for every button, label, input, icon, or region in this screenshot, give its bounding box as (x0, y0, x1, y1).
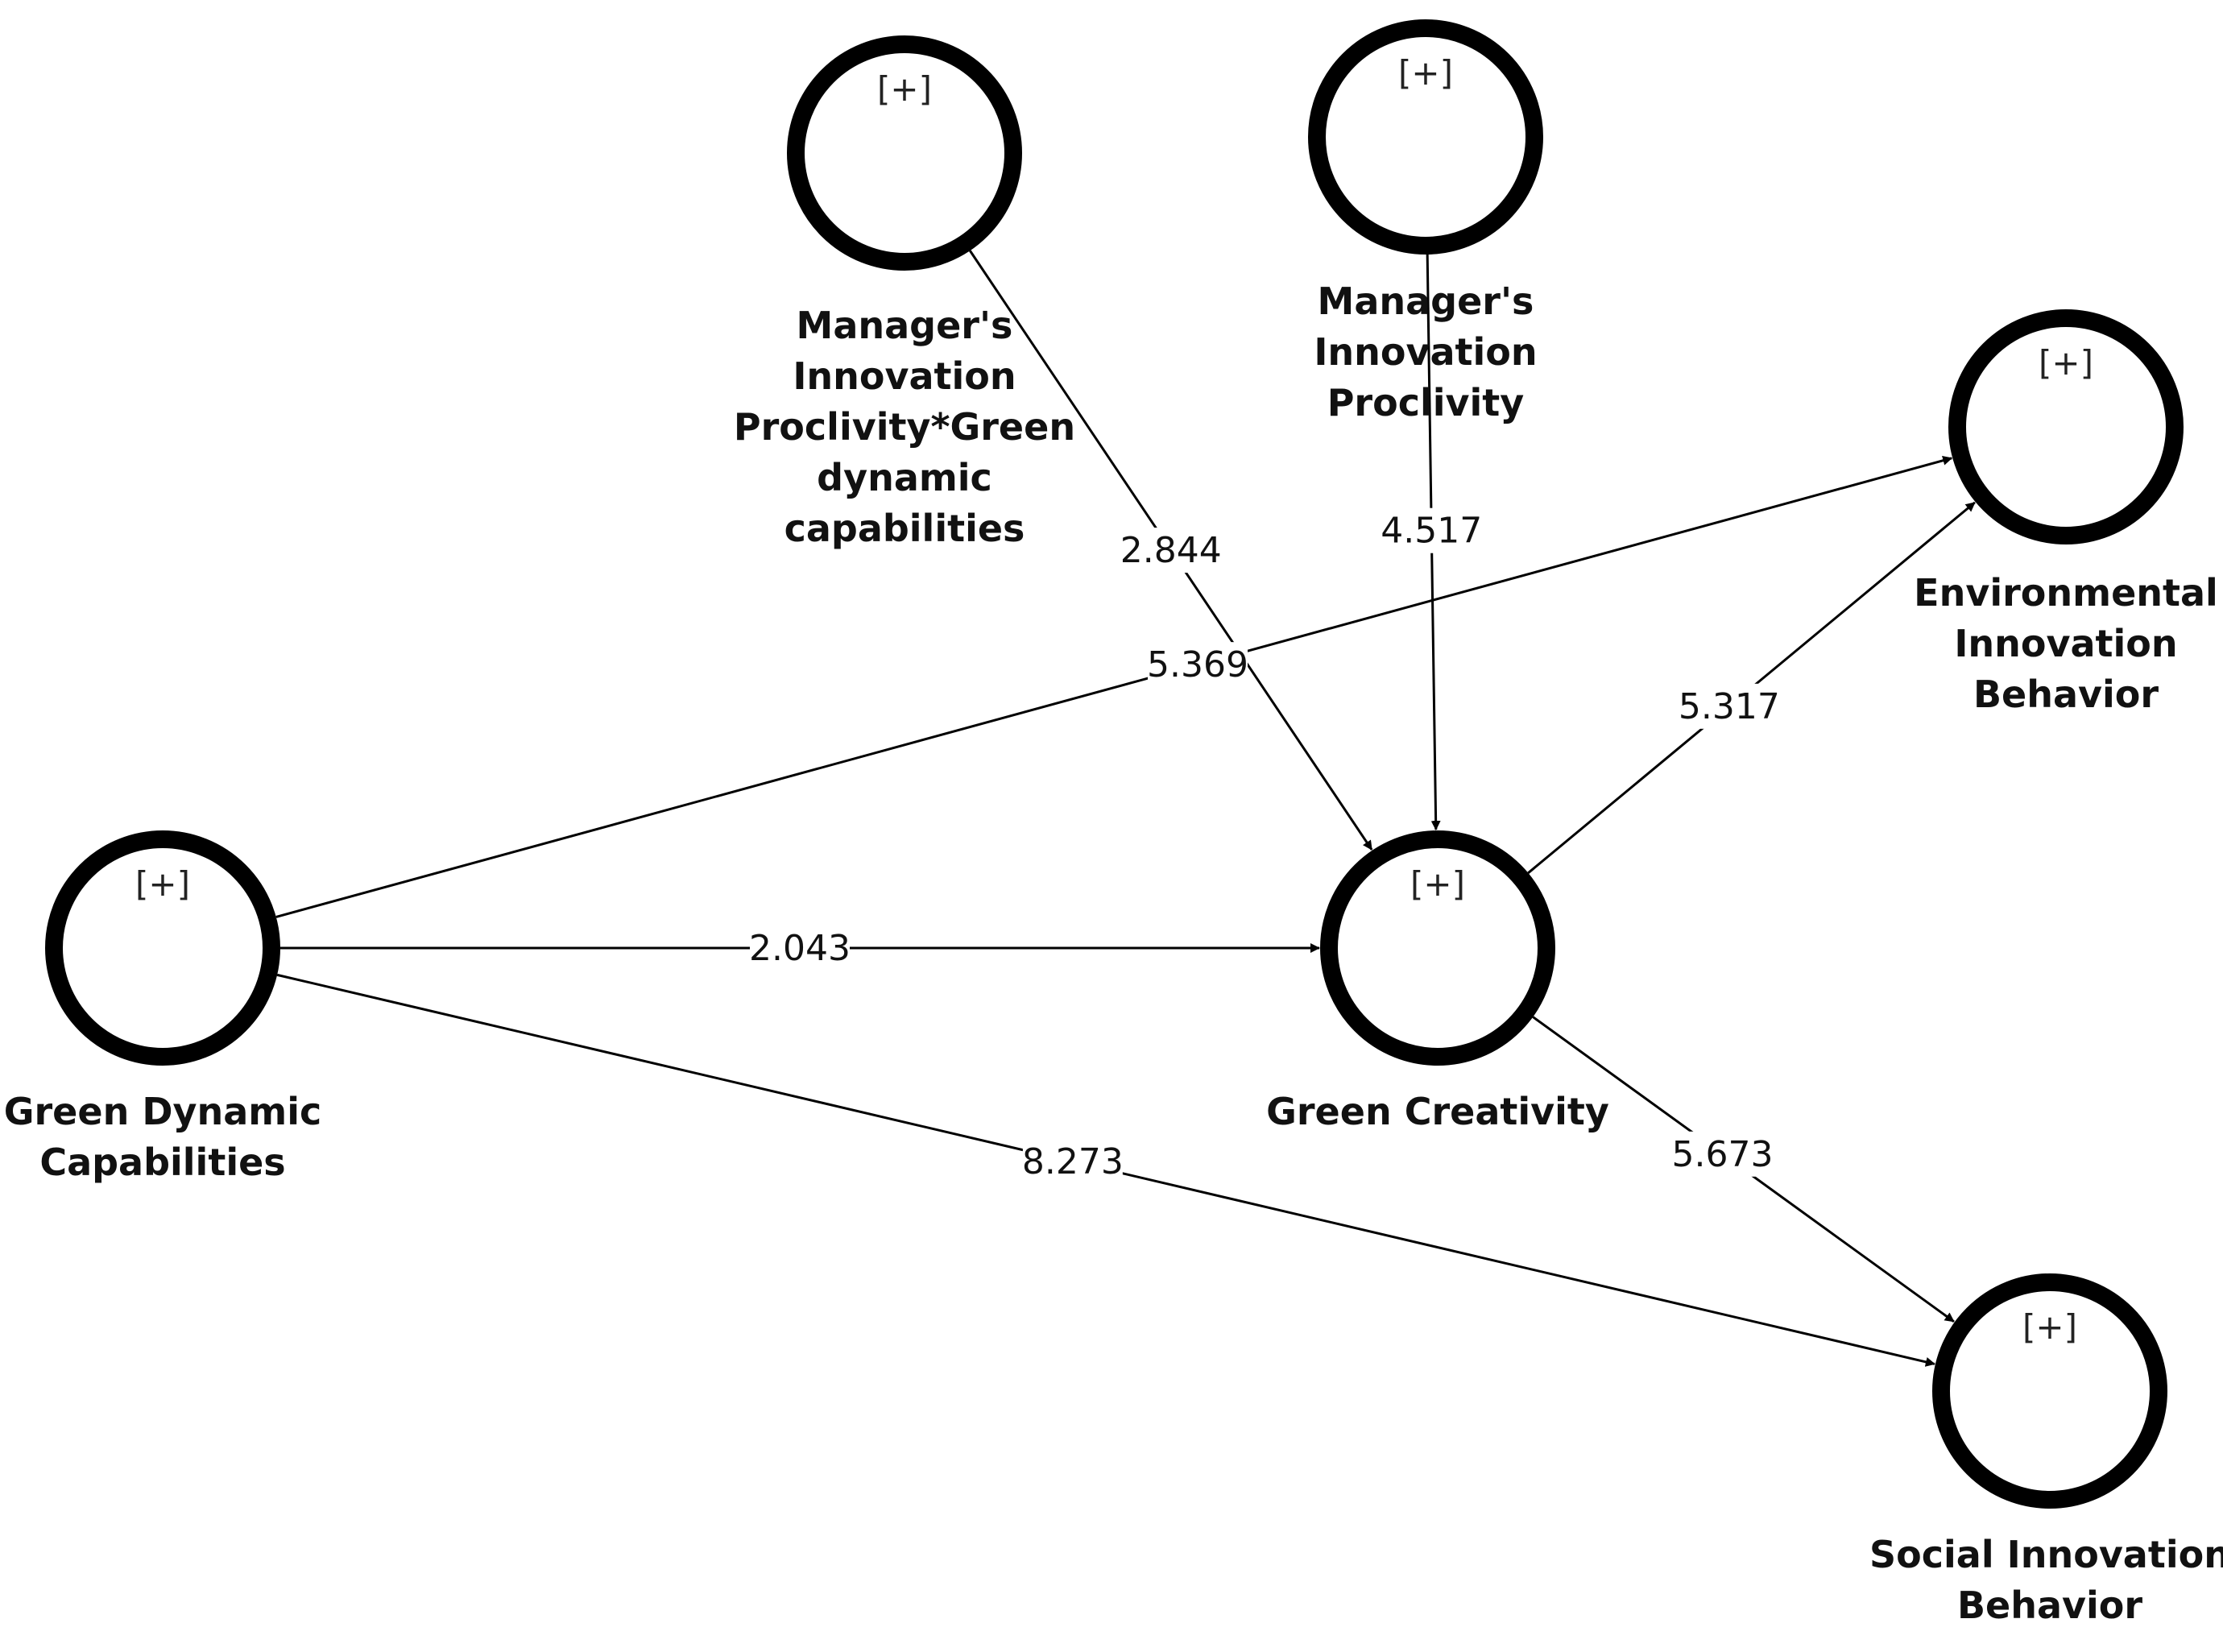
construct-circle[interactable] (787, 35, 1022, 271)
edge-label-background (1022, 1139, 1123, 1185)
construct-label-line: Behavior (1973, 673, 2159, 716)
expand-indicator[interactable]: [+] (877, 69, 932, 109)
construct-node-gc[interactable]: [+] Green Creativity (1266, 830, 1609, 1133)
edge-label-background (1120, 528, 1221, 573)
edge-coefficient-label: 2.043 (749, 928, 851, 969)
construct-label-line: dynamic (817, 456, 992, 499)
construct-label-line: Green Dynamic (4, 1090, 322, 1133)
construct-label-line: Innovation (793, 354, 1016, 398)
construct-label-line: Social Innovation (1869, 1533, 2223, 1576)
edge-mip-to-gc: 4.517 (1381, 254, 1482, 831)
edge-gdc-to-eib: 5.369 (275, 455, 1953, 918)
construct-label-line: Behavior (1957, 1584, 2142, 1627)
edge-arrow (275, 455, 1953, 918)
edge-label-background (1679, 683, 1779, 729)
construct-label-line: Innovation (1954, 622, 2177, 665)
expand-indicator[interactable]: [+] (2022, 1307, 2077, 1347)
edge-coefficient-label: 4.517 (1381, 511, 1482, 552)
edge-coefficient-label: 5.317 (1679, 686, 1780, 727)
edge-mod-to-gc: 2.844 (969, 250, 1373, 851)
edge-coefficient-label: 5.369 (1147, 644, 1248, 685)
construct-circle[interactable] (1932, 1273, 2167, 1509)
expand-indicator[interactable]: [+] (2039, 343, 2093, 383)
construct-label-line: capabilities (784, 507, 1025, 550)
edge-gdc-to-gc: 2.043 (280, 925, 1320, 971)
construct-circle[interactable] (45, 830, 280, 1066)
construct-label-line: Manager's (797, 304, 1013, 347)
edge-label-background (1672, 1131, 1773, 1177)
construct-circle[interactable] (1948, 309, 2184, 544)
construct-label-line: Proclivity*Green (734, 405, 1075, 449)
edge-label-background (750, 925, 850, 971)
edge-label-background (1381, 507, 1482, 553)
edge-gdc-to-sib: 8.273 (276, 973, 1935, 1367)
construct-label-line: Manager's (1318, 279, 1534, 323)
construct-circle[interactable] (1320, 830, 1555, 1066)
construct-label-line: Innovation (1314, 330, 1537, 374)
edge-label-background (1148, 642, 1248, 688)
construct-label-line: Proclivity (1327, 381, 1525, 424)
construct-label-line: Capabilities (39, 1141, 285, 1184)
expand-indicator[interactable]: [+] (1398, 53, 1453, 93)
expand-indicator[interactable]: [+] (135, 864, 190, 904)
edge-coefficient-label: 2.844 (1120, 530, 1222, 571)
edge-gc-to-sib: 5.673 (1532, 1016, 1955, 1323)
edge-coefficient-label: 8.273 (1022, 1141, 1124, 1182)
construct-label-line: Green Creativity (1266, 1090, 1609, 1133)
edge-gc-to-eib: 5.317 (1527, 501, 1976, 874)
edges-layer: 2.844 4.517 5.369 5.317 2.043 8.273 5.673 (275, 250, 1976, 1367)
edge-coefficient-label: 5.673 (1671, 1134, 1773, 1175)
construct-label-line: Environmental (1914, 571, 2218, 615)
construct-circle[interactable] (1308, 19, 1543, 255)
expand-indicator[interactable]: [+] (1410, 864, 1465, 904)
nodes-layer: [+]Manager'sInnovationProclivity*Greendy… (4, 19, 2223, 1627)
